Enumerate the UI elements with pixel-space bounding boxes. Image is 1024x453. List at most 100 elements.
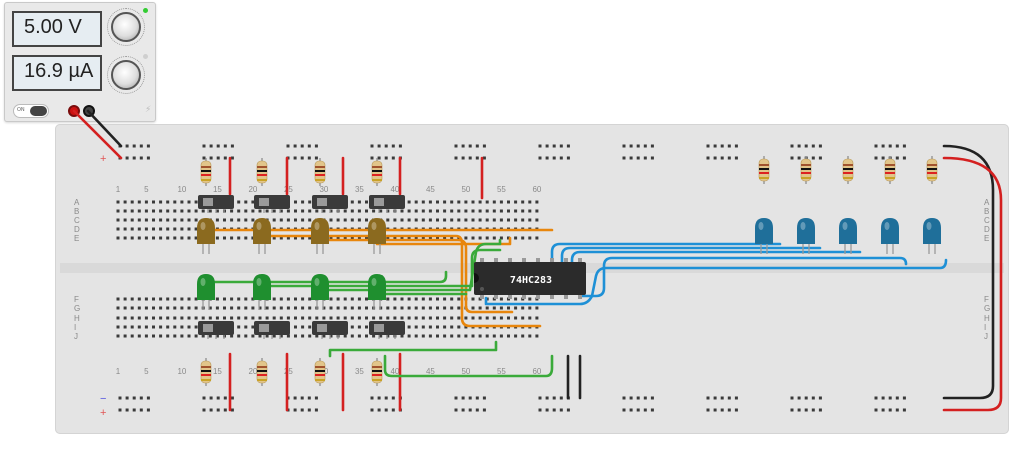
hole [386,218,390,222]
rail-hole [734,396,738,400]
hole [180,209,184,213]
hole [421,200,425,204]
hole [450,334,454,338]
hole [414,236,418,240]
hole [450,209,454,213]
hole [166,209,170,213]
hole [450,325,454,329]
hole [485,316,489,320]
hole [152,209,155,213]
hole [343,218,347,222]
hole [379,316,383,320]
power-switch[interactable]: ON [13,104,49,118]
ic-74hc283: 74HC283 [474,258,586,299]
rail-hole [223,396,227,400]
hole [365,334,368,338]
rail-hole [454,408,458,412]
ic-pin [480,294,484,299]
row-letter-right: B [984,207,989,216]
hole [166,227,170,231]
hole [116,306,120,310]
row-letter-right: F [984,295,989,304]
rail-hole [629,144,633,148]
hole [357,209,361,213]
hole [329,334,333,338]
hole [230,316,234,320]
rail-hole [895,396,899,400]
hole [457,325,461,329]
rail-hole [482,396,486,400]
power-switch-label: ON [17,107,25,113]
hole [414,306,418,310]
rail-hole [734,408,738,412]
row-letter-left: A [74,198,80,207]
rail-hole [391,396,395,400]
led-highlight [926,222,932,230]
hole [159,334,163,338]
switch-slider [374,324,384,332]
hole [230,334,234,338]
resistor-band [927,177,937,179]
hole [130,200,134,204]
hole [180,325,184,329]
hole [492,218,496,222]
led-highlight [256,222,262,230]
hole [215,334,219,338]
hole [464,334,468,338]
hole [350,334,354,338]
hole [407,306,411,310]
hole [414,200,418,204]
hole [357,306,361,310]
hole [421,316,425,320]
column-number-top: 35 [355,185,364,194]
power-supply[interactable]: 5.00 V 16.9 µA ON ⚡ [4,2,156,122]
rail-hole [538,396,542,400]
hole [144,218,148,222]
rail-hole [895,156,899,160]
voltage-knob[interactable] [111,12,141,42]
rail-hole [391,408,395,412]
resistor-band [201,170,211,172]
ic-pin [480,258,484,263]
hole [365,200,368,204]
hole [428,316,432,320]
hole [230,306,234,310]
rail-hole [538,144,542,148]
output-led [839,218,857,254]
current-knob[interactable] [111,60,141,90]
rail-hole [636,396,640,400]
hole [251,200,255,204]
hole [443,334,447,338]
rail-hole [881,144,885,148]
hole [116,209,120,213]
hole [478,306,482,310]
hole [528,334,532,338]
hole [265,334,269,338]
hole [428,209,432,213]
rail-hole [650,396,654,400]
input-a-led [253,218,271,254]
hole [485,236,489,240]
ic-pin [522,294,526,299]
ic-pin [494,258,498,263]
led-highlight [842,222,848,230]
hole [130,218,134,222]
hole [301,209,305,213]
output-led [881,218,899,254]
hole [137,306,141,310]
hole [329,236,333,240]
rail-hole [125,156,129,160]
hole [400,297,404,301]
hole [244,218,248,222]
hole [507,306,510,310]
rail-hole [734,144,738,148]
row-letter-right: A [984,198,990,207]
hole [322,209,326,213]
hole [535,236,539,240]
hole [414,325,418,329]
rail-hole [370,144,374,148]
rail-hole [650,144,654,148]
rail-hole [797,144,801,148]
hole [279,297,283,301]
